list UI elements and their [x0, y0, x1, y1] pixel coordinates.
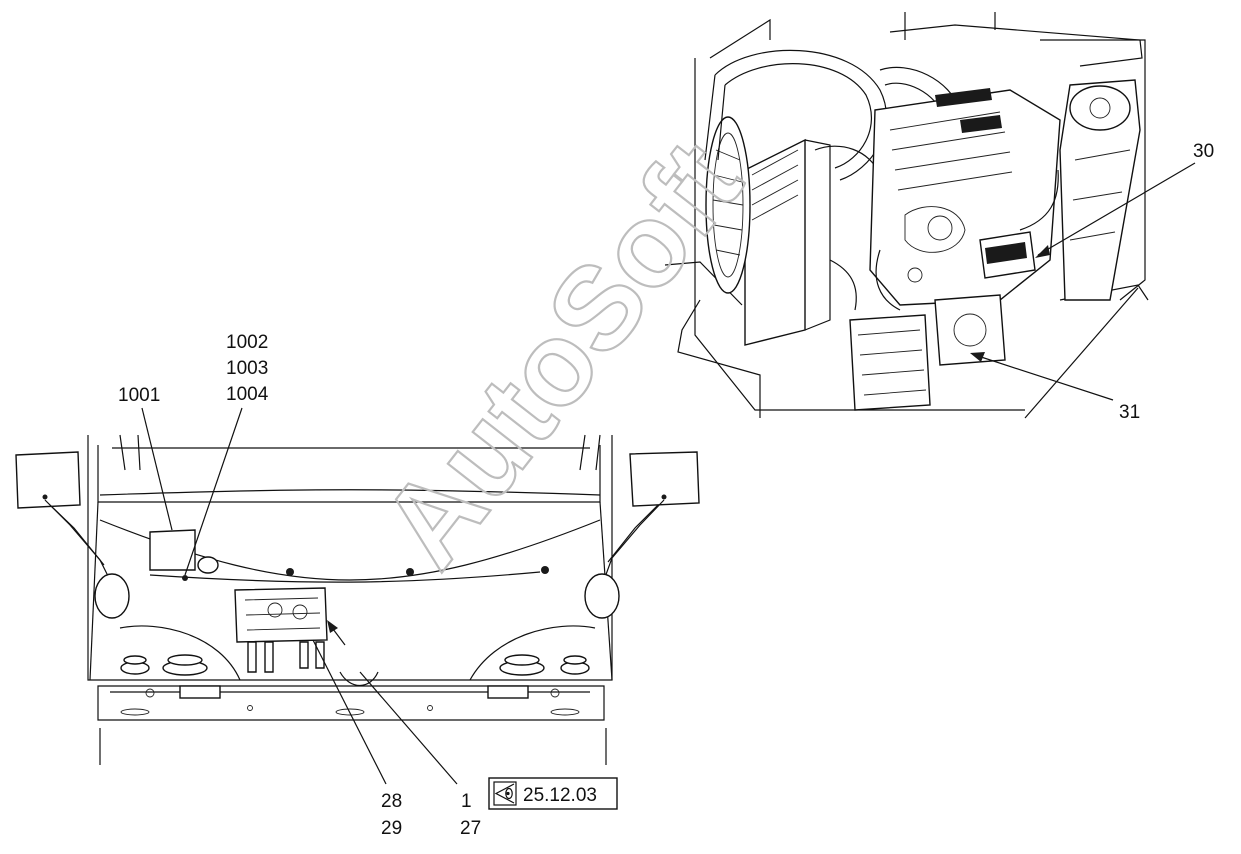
- callout-1001: 1001: [118, 385, 160, 406]
- engine-compartment-drawing: [664, 12, 1196, 419]
- watermark: AutoSoft: [355, 116, 768, 592]
- vent-right: [499, 654, 590, 676]
- vent-left: [120, 654, 208, 676]
- callout-29: 29: [381, 818, 402, 839]
- callout-1003: 1003: [226, 358, 268, 379]
- callout-1002: 1002: [226, 332, 268, 353]
- callout-28: 28: [381, 791, 402, 812]
- svg-text:AutoSoft: AutoSoft: [356, 117, 767, 591]
- callout-1004: 1004: [226, 384, 269, 405]
- view-reference-label: 25.12.03: [523, 785, 597, 806]
- callout-27: 27: [460, 818, 481, 839]
- callout-31: 31: [1119, 402, 1140, 423]
- callout-30: 30: [1193, 141, 1214, 162]
- view-reference-box[interactable]: 25.12.03: [488, 777, 618, 810]
- callout-1: 1: [461, 791, 472, 812]
- eye-view-icon: [493, 781, 517, 806]
- cab-rear-drawing: [15, 407, 700, 785]
